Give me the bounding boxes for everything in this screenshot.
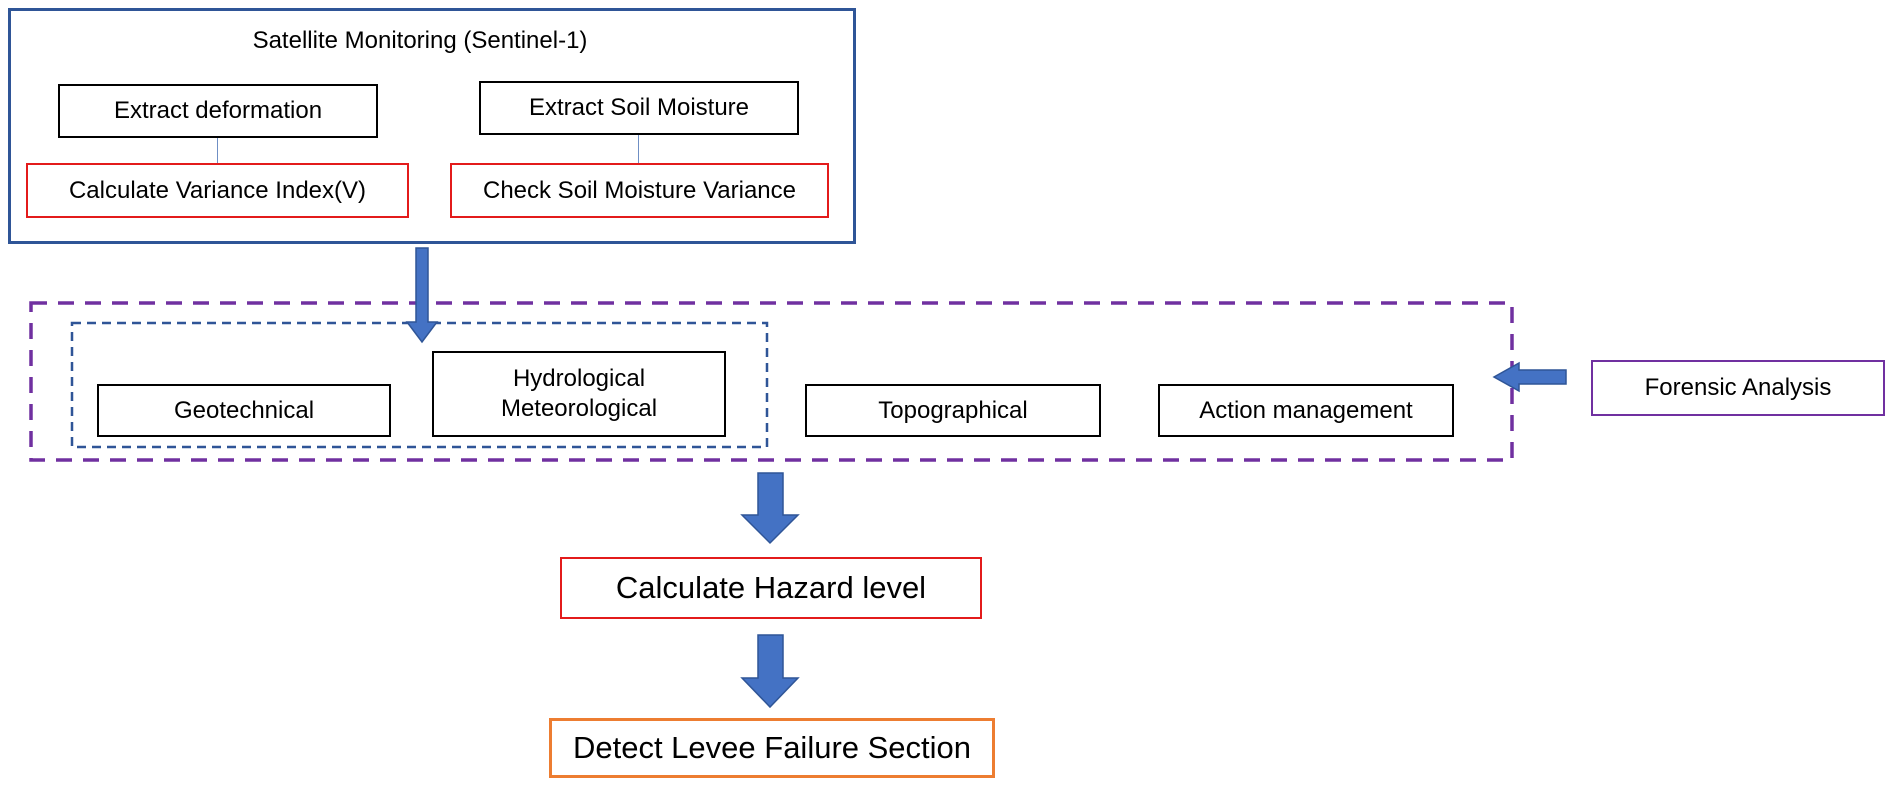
soil-moisture-connector-line <box>638 135 639 163</box>
deformation-connector-line <box>217 138 218 163</box>
extract-soil-moisture-box: Extract Soil Moisture <box>479 81 799 135</box>
detect-levee-failure-box: Detect Levee Failure Section <box>549 718 995 778</box>
satellite-monitoring-frame <box>8 8 856 244</box>
variance-index-box: Calculate Variance Index(V) <box>26 163 409 218</box>
down-arrow-satellite-to-factors <box>405 247 439 344</box>
topographical-box: Topographical <box>805 384 1101 437</box>
forensic-analysis-box: Forensic Analysis <box>1591 360 1885 416</box>
soil-moisture-variance-box: Check Soil Moisture Variance <box>450 163 829 218</box>
hazard-level-box: Calculate Hazard level <box>560 557 982 619</box>
extract-deformation-box: Extract deformation <box>58 84 378 138</box>
satellite-monitoring-title: Satellite Monitoring (Sentinel-1) <box>252 27 588 54</box>
action-management-box: Action management <box>1158 384 1454 437</box>
down-arrow-factors-to-hazard <box>740 472 800 545</box>
down-arrow-hazard-to-detect <box>740 634 800 709</box>
geotechnical-box: Geotechnical <box>97 384 391 437</box>
hydrological-label: Hydrological <box>512 365 646 392</box>
left-arrow-forensic-to-factors <box>1492 361 1567 393</box>
meteorological-label: Meteorological <box>500 395 658 422</box>
hydrological-meteorological-box: Hydrological Meteorological <box>432 351 726 437</box>
